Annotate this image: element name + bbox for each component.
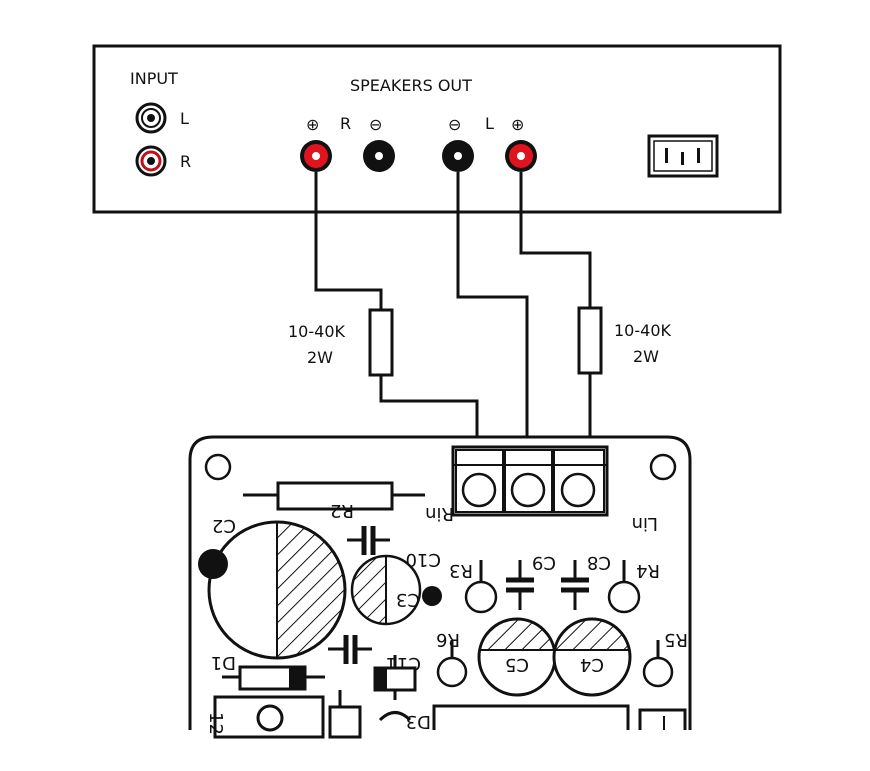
label-pin12: 12 [205, 712, 226, 735]
capacitor-c4 [552, 617, 632, 697]
capacitor-c10 [347, 526, 390, 555]
speaker-terminal-l-minus[interactable] [442, 140, 474, 172]
mount-hole-right [649, 453, 677, 481]
resistor-r4 [607, 560, 641, 614]
resistor-right [577, 306, 603, 375]
diode-d1 [222, 665, 325, 691]
capacitor-c2 [198, 520, 347, 660]
label-r6: R6 [436, 629, 460, 650]
label-c4: C4 [580, 654, 604, 675]
label-d3: D3 [406, 711, 431, 732]
input-label: INPUT [130, 69, 178, 88]
label-lin: Lin [632, 513, 658, 534]
wires [314, 172, 592, 440]
component-bottom-left [213, 690, 412, 739]
mount-hole-left [204, 453, 232, 481]
resistor-r6 [436, 640, 468, 688]
resistor-r5 [642, 640, 674, 688]
label-c3: C3 [396, 589, 420, 610]
speaker-terminal-l-plus[interactable] [505, 140, 537, 172]
screw-terminal-block[interactable] [451, 445, 609, 517]
label-rin: Rin [425, 503, 454, 524]
wire-r-plus [314, 172, 383, 310]
capacitor-c11 [328, 635, 372, 664]
resistor-r3 [464, 560, 498, 614]
resistor-right-power: 2W [633, 347, 659, 366]
resistor-left-value: 10-40K [288, 322, 345, 341]
speakers-out-label: SPEAKERS OUT [350, 76, 472, 95]
plus-symbol-l: ⊕ [511, 115, 524, 134]
capacitor-c5 [477, 617, 557, 697]
capacitor-c3 [350, 554, 442, 626]
plus-symbol-r: ⊕ [306, 115, 319, 134]
rca-input-l[interactable] [135, 102, 167, 134]
minus-symbol-l: ⊖ [448, 115, 461, 134]
power-socket-icon [647, 134, 719, 178]
spk-l-label: L [485, 114, 494, 133]
wire-r-plus-lower [379, 375, 479, 440]
minus-symbol-r: ⊖ [369, 115, 382, 134]
spk-r-label: R [340, 114, 351, 133]
amplifier-panel: INPUT L R SPEAKERS OUT ⊕ R ⊖ ⊖ L ⊕ [92, 44, 782, 214]
resistor-right-value: 10-40K [614, 321, 671, 340]
input-l-label: L [180, 109, 189, 128]
resistor-left [368, 308, 394, 377]
speaker-terminal-r-minus[interactable] [363, 140, 395, 172]
diode-d3 [373, 655, 417, 700]
board-bottom-parts [432, 704, 687, 730]
speaker-terminal-r-plus[interactable] [300, 140, 332, 172]
capacitor-c9 [506, 560, 534, 610]
wire-l-minus [456, 172, 529, 440]
label-r2: R2 [330, 500, 354, 521]
amplifier-board: Rin Lin R2 C2 C10 [188, 435, 692, 739]
label-c10: C10 [406, 549, 441, 570]
label-c8: C8 [587, 552, 611, 573]
label-c2: C2 [212, 515, 236, 536]
rca-input-r[interactable] [135, 145, 167, 177]
panel-frame [92, 44, 782, 214]
resistor-left-power: 2W [307, 348, 333, 367]
wire-l-plus [519, 172, 592, 308]
label-r4: R4 [636, 560, 660, 581]
label-c9: C9 [532, 552, 556, 573]
resistor-r2 [243, 481, 425, 511]
capacitor-c8 [561, 560, 589, 610]
label-c5: C5 [505, 654, 529, 675]
input-r-label: R [180, 152, 191, 171]
label-r3: R3 [449, 560, 473, 581]
label-d1: D1 [211, 652, 236, 673]
label-r5: R5 [664, 629, 688, 650]
